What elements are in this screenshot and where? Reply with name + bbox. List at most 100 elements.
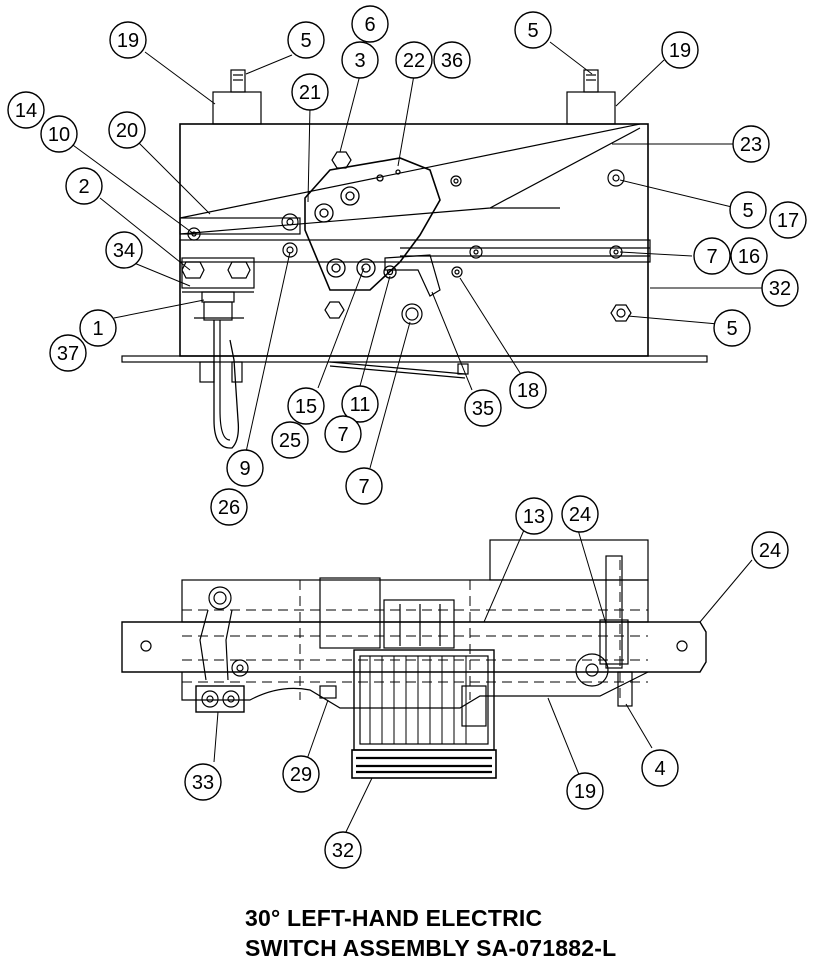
latch-body [304,157,441,291]
callout-label: 17 [777,210,799,232]
callout-36: 36 [433,41,471,79]
callout-14: 14 [7,91,45,129]
callout-label: 7 [337,424,348,446]
callout-7: 7 [345,467,383,505]
callout-circle [732,125,770,163]
callout-13: 13 [515,497,553,535]
callout-6: 6 [351,5,389,43]
callout-circle [49,334,87,372]
callout-label: 36 [441,50,463,72]
callout-4: 4 [641,749,679,787]
callout-37: 37 [49,334,87,372]
callout-label: 19 [117,30,139,52]
callout-23: 23 [732,125,770,163]
callout-label: 26 [218,497,240,519]
callout-19: 19 [109,21,147,59]
callout-label: 5 [742,200,753,222]
callout-7: 7 [324,415,362,453]
callout-circle [730,237,768,275]
callout-circle [693,237,731,275]
callout-circle [65,167,103,205]
callout-label: 5 [300,30,311,52]
callout-29: 29 [282,755,320,793]
callout-label: 23 [740,134,762,156]
callout-label: 5 [726,318,737,340]
latch-hook [384,254,441,297]
callout-circle [271,421,309,459]
callout-circle [291,73,329,111]
switch-block [195,685,245,713]
motor-base [351,749,497,779]
callout-circle [105,231,143,269]
callout-circle [641,749,679,787]
callout-circle [713,309,751,347]
callout-34: 34 [105,231,143,269]
callout-label: 32 [332,840,354,862]
callout-circle [109,21,147,59]
callout-5: 5 [514,11,552,49]
callout-label: 10 [48,124,70,146]
callout-circle [324,415,362,453]
callout-label: 19 [574,781,596,803]
callout-circle [282,755,320,793]
callout-label: 37 [57,343,79,365]
callout-circle [108,111,146,149]
callout-9: 9 [226,449,264,487]
callout-label: 18 [517,380,539,402]
callout-5: 5 [729,191,767,229]
side-view [121,529,753,837]
callout-circle [395,41,433,79]
cable [213,320,240,449]
callout-25: 25 [271,421,309,459]
callout-circle [210,488,248,526]
callout-label: 3 [354,50,365,72]
callout-35: 35 [464,389,502,427]
drawing-title-line-2: SWITCH ASSEMBLY SA-071882-L [245,935,617,961]
callout-label: 13 [523,506,545,528]
callout-24: 24 [561,495,599,533]
callout-circle [561,495,599,533]
callout-label: 7 [706,246,717,268]
callout-circle [287,21,325,59]
callout-circle [351,5,389,43]
callout-label: 24 [759,540,781,562]
callout-label: 14 [15,100,37,122]
callout-20: 20 [108,111,146,149]
callout-21: 21 [291,73,329,111]
callout-19: 19 [566,772,604,810]
callout-label: 7 [358,476,369,498]
drawing-title-line-1: 30° LEFT-HAND ELECTRIC [245,905,543,931]
callout-circle [464,389,502,427]
callout-label: 4 [654,758,665,780]
callout-32: 32 [324,831,362,869]
top-view [65,41,765,469]
callout-22: 22 [395,41,433,79]
callout-16: 16 [730,237,768,275]
callout-circle [509,371,547,409]
callout-label: 11 [350,394,371,416]
callout-circle [184,763,222,801]
callout-circle [769,201,807,239]
callout-label: 19 [669,40,691,62]
callout-7: 7 [693,237,731,275]
housing-lower [181,671,649,709]
callout-19: 19 [661,31,699,69]
callout-33: 33 [184,763,222,801]
linkage-rod [329,361,466,379]
callout-3: 3 [341,41,379,79]
callout-15: 15 [287,387,325,425]
callout-label: 15 [295,396,317,418]
callout-label: 32 [769,278,791,300]
callout-label: 33 [192,772,214,794]
callout-circle [341,385,379,423]
callout-label: 5 [527,20,538,42]
callout-circle [7,91,45,129]
callout-18: 18 [509,371,547,409]
callout-circle [515,497,553,535]
callout-circle [341,41,379,79]
callout-circle [751,531,789,569]
callout-10: 10 [40,115,78,153]
callout-5: 5 [713,309,751,347]
